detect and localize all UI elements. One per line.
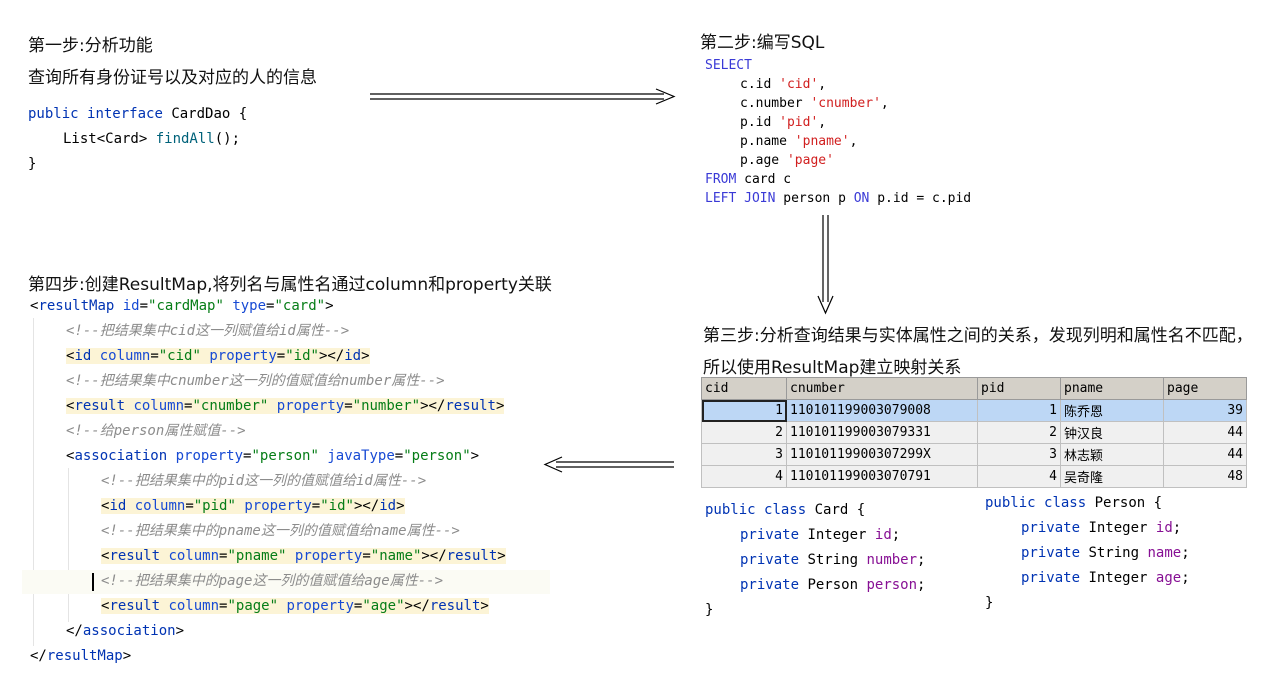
column-header[interactable]: page bbox=[1163, 377, 1247, 400]
table-cell[interactable]: 110101199003070791 bbox=[786, 465, 978, 488]
column-header[interactable]: pid bbox=[977, 377, 1061, 400]
text-caret bbox=[92, 573, 94, 591]
step1-title: 第一步:分析功能 bbox=[28, 36, 153, 56]
step1-description: 查询所有身份证号以及对应的人的信息 bbox=[28, 68, 317, 88]
indent-guide bbox=[33, 318, 34, 646]
code-line: public class Card { bbox=[705, 502, 866, 518]
xml-comment: <!--把结果集中的pid这一列的值赋值给id属性--> bbox=[101, 473, 427, 489]
table-cell[interactable]: 48 bbox=[1163, 465, 1247, 488]
code-line: } bbox=[985, 595, 994, 611]
xml-comment: <!--给person属性赋值--> bbox=[66, 423, 246, 439]
column-header[interactable]: cid bbox=[701, 377, 787, 400]
xml-comment: <!--把结果集中的pname这一列的值赋值给name属性--> bbox=[101, 523, 460, 539]
sql-line: p.name 'pname', bbox=[740, 134, 858, 149]
table-cell[interactable]: 吴奇隆 bbox=[1060, 465, 1164, 488]
code-line: public interface CardDao { bbox=[28, 106, 248, 122]
table-cell[interactable]: 44 bbox=[1163, 421, 1247, 444]
table-cell[interactable]: 3 bbox=[977, 443, 1061, 466]
code-line: private Person person; bbox=[740, 577, 926, 593]
table-cell[interactable]: 1 bbox=[701, 399, 787, 422]
code-line: private Integer age; bbox=[1021, 570, 1190, 586]
sql-line: c.number 'cnumber', bbox=[740, 96, 889, 111]
table-cell[interactable]: 4 bbox=[701, 465, 787, 488]
sql-line: c.id 'cid', bbox=[740, 77, 827, 92]
column-header[interactable]: pname bbox=[1060, 377, 1164, 400]
query-result-grid: cid cnumber pid pname page 1 11010119900… bbox=[701, 377, 1247, 488]
step3-title-line2: 所以使用ResultMap建立映射关系 bbox=[703, 358, 962, 378]
table-cell[interactable]: 110101199003079008 bbox=[786, 399, 978, 422]
xml-comment: <!--把结果集中的page这一列的值赋值给age属性--> bbox=[101, 573, 444, 589]
xml-line: <id column="pid" property="id"></id> bbox=[101, 498, 405, 514]
table-cell[interactable]: 2 bbox=[977, 421, 1061, 444]
xml-line: <id column="cid" property="id"></id> bbox=[66, 348, 370, 364]
table-row[interactable]: 3 11010119900307299X 3 林志颖 44 bbox=[701, 443, 1247, 466]
xml-comment: <!--把结果集中cid这一列赋值给id属性--> bbox=[66, 323, 350, 339]
indent-guide bbox=[68, 468, 69, 622]
table-cell[interactable]: 44 bbox=[1163, 443, 1247, 466]
table-cell[interactable]: 11010119900307299X bbox=[786, 443, 978, 466]
table-row[interactable]: 2 110101199003079331 2 钟汉良 44 bbox=[701, 421, 1247, 444]
xml-line: <result column="pname" property="name"><… bbox=[101, 548, 506, 564]
xml-comment: <!--把结果集中cnumber这一列的值赋值给number属性--> bbox=[66, 373, 445, 389]
code-line: List<Card> findAll(); bbox=[63, 131, 241, 147]
table-row[interactable]: 1 110101199003079008 1 陈乔恩 39 bbox=[701, 399, 1247, 422]
xml-line: </association> bbox=[66, 623, 185, 639]
sql-line: p.id 'pid', bbox=[740, 115, 827, 130]
code-line: private String number; bbox=[740, 552, 926, 568]
code-line: public class Person { bbox=[985, 495, 1163, 511]
sql-line: LEFT JOIN person p ON p.id = c.pid bbox=[705, 191, 972, 206]
xml-line: <resultMap id="cardMap" type="card"> bbox=[30, 298, 334, 314]
table-cell[interactable]: 陈乔恩 bbox=[1060, 399, 1164, 422]
table-cell[interactable]: 4 bbox=[977, 465, 1061, 488]
table-cell[interactable]: 3 bbox=[701, 443, 787, 466]
table-cell[interactable]: 1 bbox=[977, 399, 1061, 422]
code-line: } bbox=[705, 602, 714, 618]
table-cell[interactable]: 39 bbox=[1163, 399, 1247, 422]
table-cell[interactable]: 林志颖 bbox=[1060, 443, 1164, 466]
caret-line-highlight bbox=[22, 570, 550, 594]
xml-line: <result column="cnumber" property="numbe… bbox=[66, 398, 505, 414]
sql-line: p.age 'page' bbox=[740, 153, 834, 168]
column-header[interactable]: cnumber bbox=[786, 377, 978, 400]
table-row[interactable]: 4 110101199003070791 4 吴奇隆 48 bbox=[701, 465, 1247, 488]
code-line: private Integer id; bbox=[1021, 520, 1182, 536]
xml-line: <result column="page" property="age"></r… bbox=[101, 598, 489, 614]
xml-line: <association property="person" javaType=… bbox=[66, 448, 480, 464]
code-line: } bbox=[28, 156, 37, 172]
sql-line: FROM card c bbox=[705, 172, 792, 187]
table-cell[interactable]: 2 bbox=[701, 421, 787, 444]
table-cell[interactable]: 110101199003079331 bbox=[786, 421, 978, 444]
step4-title: 第四步:创建ResultMap,将列名与属性名通过column和property… bbox=[28, 275, 552, 295]
arrow-step2-to-step3 bbox=[817, 215, 834, 315]
table-cell[interactable]: 钟汉良 bbox=[1060, 421, 1164, 444]
sql-line: SELECT bbox=[705, 58, 752, 73]
arrow-step3-to-step4 bbox=[543, 456, 674, 473]
code-line: private Integer id; bbox=[740, 527, 901, 543]
xml-line: </resultMap> bbox=[30, 648, 132, 664]
arrow-step1-to-step2 bbox=[370, 88, 676, 105]
step2-title: 第二步:编写SQL bbox=[700, 33, 825, 53]
code-line: private String name; bbox=[1021, 545, 1190, 561]
step3-title-line1: 第三步:分析查询结果与实体属性之间的关系，发现列明和属性名不匹配， bbox=[703, 326, 1253, 346]
